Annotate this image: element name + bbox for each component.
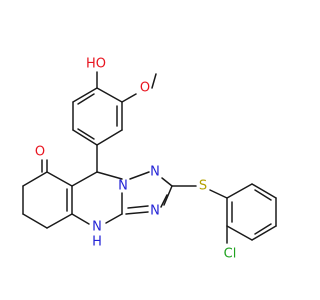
bond bbox=[77, 128, 95, 140]
bond bbox=[72, 87, 98, 103]
bond bbox=[226, 225, 253, 241]
bond bbox=[46, 213, 73, 229]
bond bbox=[22, 171, 48, 187]
bond bbox=[127, 205, 149, 209]
bond bbox=[251, 183, 277, 199]
bond bbox=[151, 73, 157, 89]
bond bbox=[161, 177, 173, 187]
bond bbox=[96, 87, 123, 103]
ketone-oxygen-label: O bbox=[35, 145, 45, 160]
bond bbox=[72, 129, 98, 146]
hydroxyl-label: HO bbox=[86, 57, 106, 72]
sulfur-label: S bbox=[199, 179, 207, 194]
bond bbox=[71, 171, 98, 187]
triazole-n1-label: N bbox=[118, 179, 128, 194]
triazole-n3-label: N bbox=[150, 204, 160, 219]
bond bbox=[96, 129, 123, 146]
bond bbox=[71, 213, 90, 225]
amine-hydrogen-label: H bbox=[92, 235, 102, 250]
bond bbox=[121, 93, 137, 103]
bond bbox=[254, 223, 272, 235]
bond bbox=[254, 189, 272, 201]
bond bbox=[105, 213, 123, 224]
molecule-structure: HO O O N N N N H S Cl bbox=[22, 57, 277, 262]
bond bbox=[163, 185, 173, 206]
bond bbox=[46, 171, 73, 187]
chlorine-label: Cl bbox=[224, 247, 237, 262]
methoxy-oxygen-label: O bbox=[140, 81, 150, 96]
bond bbox=[160, 194, 168, 208]
triazole-n2-label: N bbox=[150, 165, 160, 180]
bond bbox=[251, 225, 277, 241]
bonds bbox=[22, 71, 277, 244]
bond bbox=[129, 171, 150, 180]
bond bbox=[226, 183, 253, 199]
bond bbox=[125, 211, 149, 215]
bond bbox=[22, 213, 48, 229]
bond bbox=[96, 171, 123, 180]
atom-labels: HO O O N N N N H S Cl bbox=[35, 57, 236, 262]
bond bbox=[209, 189, 228, 199]
amine-nitrogen-label: N bbox=[92, 220, 102, 235]
bond bbox=[77, 93, 95, 105]
